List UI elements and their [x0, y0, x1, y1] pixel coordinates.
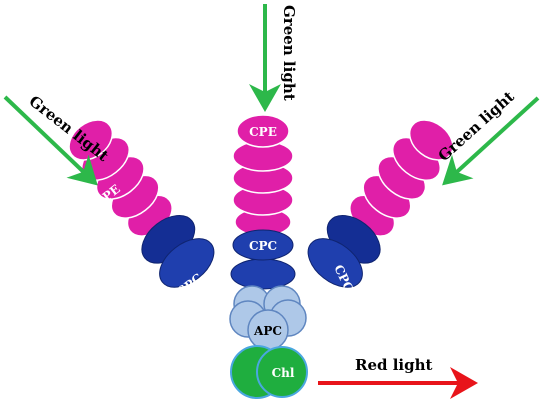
- center-rod-cpc-label: CPC: [249, 239, 277, 253]
- green-light-label-center: Green light: [280, 5, 298, 101]
- apc-core: [229, 285, 307, 351]
- green-light-arrow-left: [3, 95, 98, 186]
- chl-label: Chl: [272, 366, 295, 380]
- center-rod-cpe-disc-1: [236, 114, 290, 148]
- center-rod: [230, 114, 296, 290]
- red-light-label: Red light: [355, 356, 433, 374]
- apc-label: APC: [253, 324, 282, 338]
- arrows: [3, 4, 540, 399]
- center-rod-cpe-label: CPE: [249, 125, 277, 139]
- right-rod: [307, 119, 454, 288]
- left-rod-cpc-disc-1: [159, 238, 215, 288]
- center-rod-cpc-disc-1: [232, 229, 294, 261]
- chl-disc-right: [256, 346, 308, 398]
- right-rod-cpc-disc-1: [307, 238, 363, 288]
- chlorophyll: [230, 345, 308, 399]
- center-rod-cpc-disc-2: [230, 258, 296, 290]
- green-light-arrow-right: [442, 96, 540, 186]
